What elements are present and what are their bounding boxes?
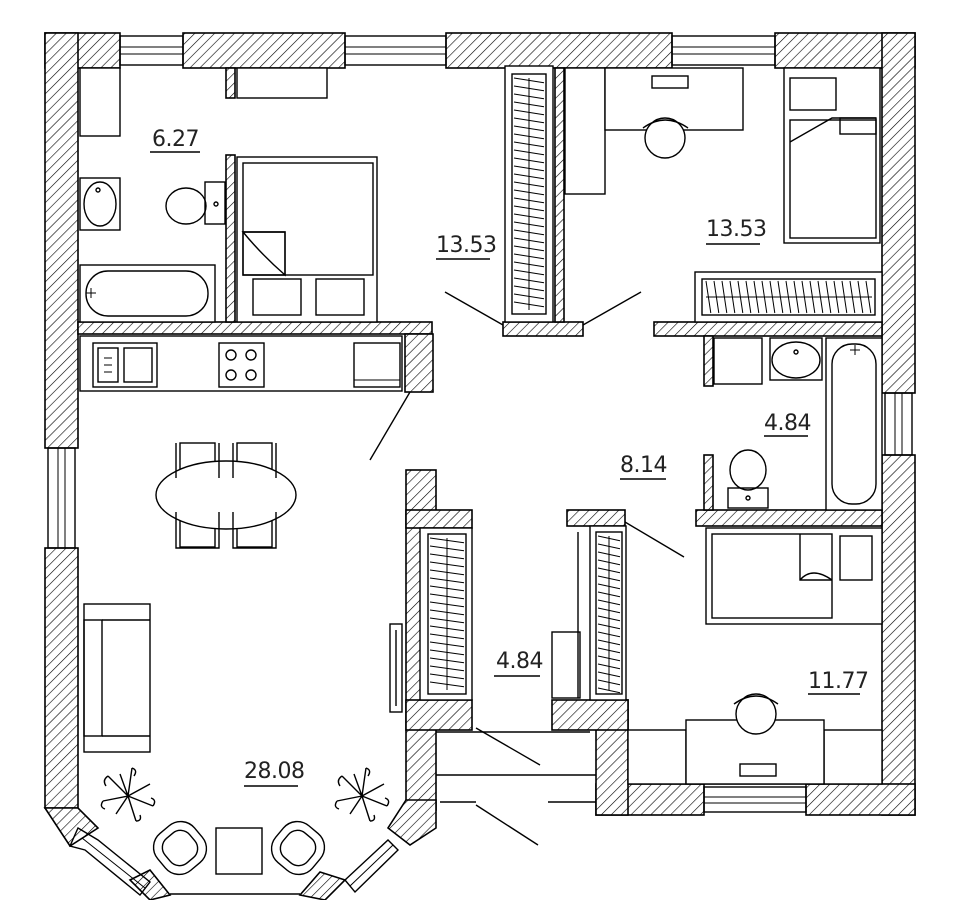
area-bathroom-left: 6.27 xyxy=(152,127,199,152)
door-icon xyxy=(475,804,539,846)
washing-machine xyxy=(713,337,763,385)
chair-icon xyxy=(733,693,779,735)
window-icon xyxy=(884,392,913,456)
fridge xyxy=(353,342,401,388)
door-icon xyxy=(444,291,504,326)
windows xyxy=(47,35,913,896)
door-icon xyxy=(436,731,596,803)
door-icon xyxy=(369,391,411,461)
wardrobe-icon xyxy=(504,65,554,323)
plant-icon xyxy=(334,767,390,822)
area-hall: 8.14 xyxy=(620,453,667,478)
area-bedroom-right: 13.53 xyxy=(706,217,766,242)
bathroom-right-fixtures xyxy=(713,337,883,511)
shelf xyxy=(236,67,328,99)
bed-icon xyxy=(705,527,883,625)
bed-icon xyxy=(783,67,881,244)
area-bedroom-bottom: 11.77 xyxy=(808,669,868,694)
bathtub-icon xyxy=(825,337,883,511)
area-corridor: 4.84 xyxy=(496,649,543,674)
area-bathroom-right: 4.84 xyxy=(764,411,811,436)
window-icon xyxy=(69,826,151,896)
wardrobe-icon xyxy=(419,527,473,701)
kitchen-counter xyxy=(79,335,403,392)
chair-icon xyxy=(642,117,689,159)
wardrobe-icon xyxy=(694,271,883,323)
bedroom-bottom-furniture xyxy=(551,527,883,785)
door-icon xyxy=(582,291,642,326)
toilet-icon xyxy=(727,449,769,509)
washbasin-icon xyxy=(769,337,823,381)
sofa-icon xyxy=(83,603,151,753)
walls xyxy=(43,32,916,900)
bed-icon xyxy=(236,156,378,323)
window-icon xyxy=(344,839,399,894)
area-living-kitchen: 28.08 xyxy=(244,759,304,784)
door-icon xyxy=(475,727,541,766)
window-icon xyxy=(703,786,807,813)
bedroom-left-furniture xyxy=(236,67,378,323)
desk-icon xyxy=(627,719,883,785)
kitchen-sink-icon xyxy=(92,342,158,388)
cabinet xyxy=(79,67,121,137)
bathroom-left-fixtures xyxy=(79,67,226,323)
area-bedroom-left: 13.53 xyxy=(436,233,496,258)
door-icon xyxy=(624,521,685,558)
wardrobe-icon xyxy=(589,525,627,701)
washbasin-icon xyxy=(79,177,121,231)
mirror xyxy=(551,631,581,699)
coffee-table xyxy=(215,827,263,875)
window-icon xyxy=(47,447,76,549)
bathtub-icon xyxy=(79,264,216,323)
armchair-icon xyxy=(152,820,208,876)
doors xyxy=(369,291,685,846)
dining-table-icon xyxy=(155,442,297,549)
bedroom-right-furniture xyxy=(564,67,881,244)
window-icon xyxy=(344,35,447,66)
plant-icon xyxy=(100,767,156,822)
armchair-icon xyxy=(270,820,326,876)
area-labels: 6.27 13.53 13.53 4.84 8.14 4.84 11.77 28… xyxy=(150,127,869,787)
window-icon xyxy=(671,35,776,66)
window-icon xyxy=(119,35,184,66)
stove-icon xyxy=(218,342,265,388)
toilet-icon xyxy=(165,181,226,225)
